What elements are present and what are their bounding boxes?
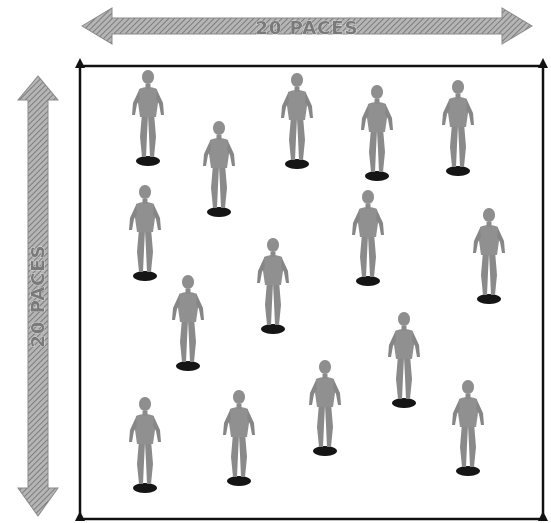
player-figure [203, 121, 235, 217]
players [129, 70, 505, 493]
player-figure [388, 312, 420, 408]
corner-cone [75, 58, 85, 68]
corner-cone [538, 58, 548, 68]
corner-cone [75, 511, 85, 521]
player-figure [361, 85, 393, 181]
player-figure [473, 208, 505, 304]
width-label: 20 PACES [255, 18, 358, 39]
player-figure [281, 73, 313, 169]
player-figure [309, 360, 341, 456]
corner-cone [538, 511, 548, 521]
player-figure [129, 185, 161, 281]
player-figure [442, 80, 474, 176]
player-figure [172, 275, 204, 371]
player-figure [257, 238, 289, 334]
height-label: 20 PACES [28, 244, 49, 347]
player-figure [129, 397, 161, 493]
player-figure [223, 390, 255, 486]
player-figure [452, 380, 484, 476]
player-figure [132, 70, 164, 166]
player-figure [352, 190, 384, 286]
